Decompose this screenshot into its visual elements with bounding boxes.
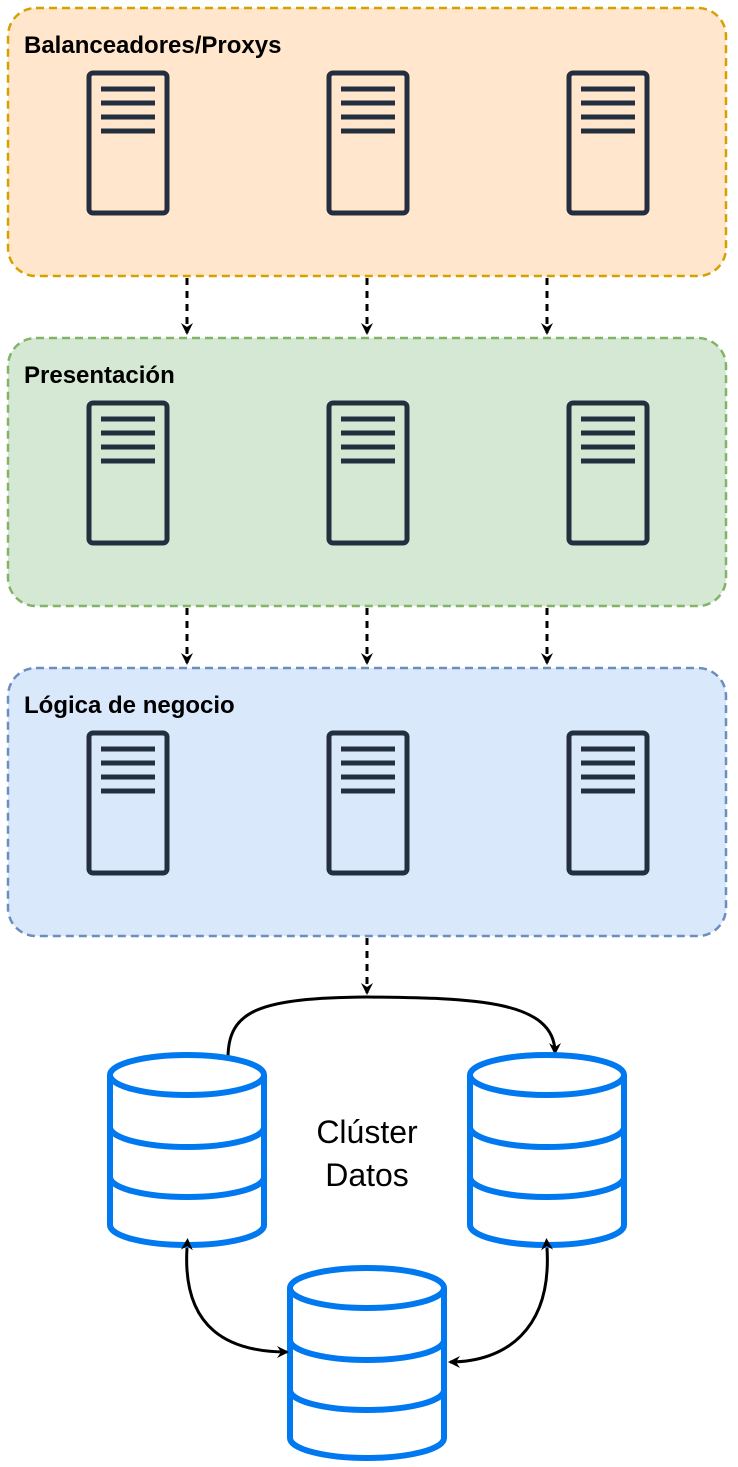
database-icon (110, 1055, 264, 1245)
tier-title: Balanceadores/Proxys (24, 32, 281, 59)
database-icon (470, 1055, 624, 1245)
tier-balanceadores: Balanceadores/Proxys (6, 6, 728, 278)
cluster-connector-top (222, 995, 561, 1068)
tier-container (6, 666, 728, 938)
cluster-connector-left (180, 1238, 289, 1358)
cluster-label-line2: Datos (325, 1157, 409, 1193)
tier-logica-negocio: Lógica de negocio (6, 666, 728, 938)
tier-title: Presentación (24, 362, 175, 389)
tier-container (6, 336, 728, 608)
tier-presentacion: Presentación (6, 336, 728, 608)
tier-container (6, 6, 728, 278)
cluster-label-line1: Clúster (316, 1114, 418, 1150)
cluster-connector-right (448, 1238, 554, 1368)
tier-title: Lógica de negocio (24, 692, 235, 719)
arrows-proxy-to-presentation (181, 278, 553, 335)
database-icon (290, 1268, 444, 1458)
arrows-presentation-to-logic (181, 608, 553, 665)
